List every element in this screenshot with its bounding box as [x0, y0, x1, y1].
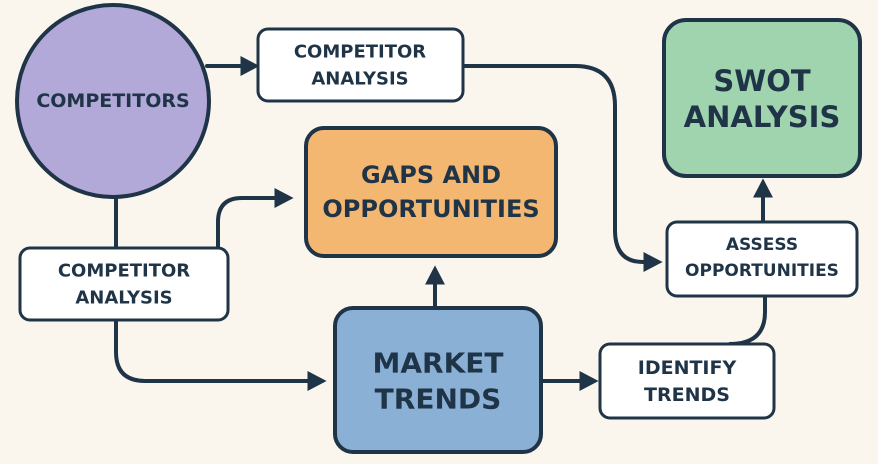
competitors-label: COMPETITORS	[36, 90, 189, 112]
connector-competitor-analysis-left-to-gaps	[216, 188, 294, 250]
connector-competitor-analysis-top-to-assess-opportunities	[461, 64, 663, 272]
identify-trends-line2: TRENDS	[644, 384, 730, 406]
market-trends-line2: TRENDS	[375, 383, 502, 416]
market-trends-line1: MARKET	[372, 347, 503, 380]
competitor-analysis-top-node: COMPETITOR ANALYSIS	[256, 27, 465, 103]
swot-analysis-node: SWOT ANALYSIS	[662, 18, 862, 178]
competitor-analysis-top-line1: COMPETITOR	[294, 42, 426, 63]
connector-competitor-analysis-left-to-market-trends	[114, 318, 327, 391]
competitor-analysis-top-line2: ANALYSIS	[311, 69, 408, 90]
gaps-and-opportunities-node: GAPS AND OPPORTUNITIES	[304, 126, 558, 258]
identify-trends-line1: IDENTIFY	[638, 357, 737, 379]
gaps-and-opportunities-line2: OPPORTUNITIES	[322, 195, 539, 223]
market-trends-node: MARKET TRENDS	[333, 306, 543, 454]
connector-identify-trends-to-assess-opportunities	[728, 295, 767, 346]
swot-analysis-line1: SWOT	[713, 64, 811, 98]
assess-opportunities-node: ASSESS OPPORTUNITIES	[665, 220, 859, 298]
assess-opportunities-line1: ASSESS	[726, 235, 798, 255]
competitor-analysis-left-line1: COMPETITOR	[58, 261, 190, 282]
competitors-node: COMPETITORS	[15, 3, 211, 199]
gaps-and-opportunities-line1: GAPS AND	[361, 161, 501, 189]
connectors	[114, 56, 773, 391]
competitor-analysis-left-line2: ANALYSIS	[75, 288, 172, 309]
swot-analysis-line2: ANALYSIS	[684, 100, 841, 134]
assess-opportunities-line2: OPPORTUNITIES	[685, 261, 839, 281]
competitor-analysis-left-node: COMPETITOR ANALYSIS	[18, 246, 230, 322]
identify-trends-node: IDENTIFY TRENDS	[598, 342, 776, 420]
